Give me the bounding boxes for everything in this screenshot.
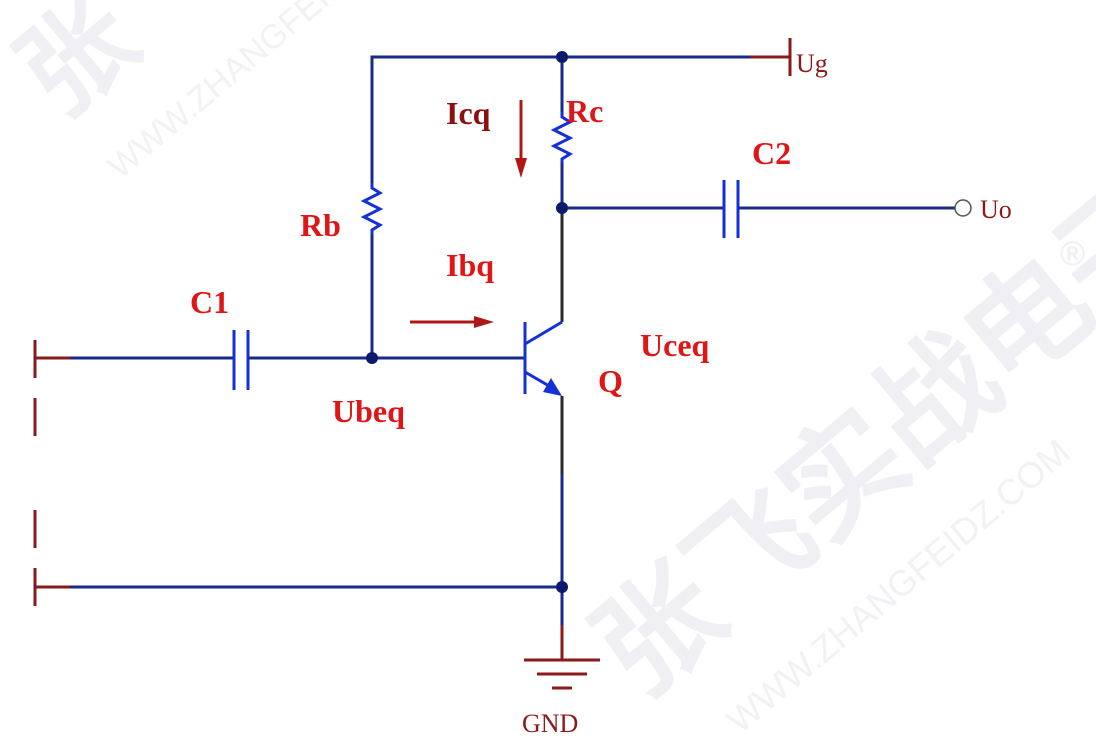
uo-label: Uo [980, 195, 1012, 224]
ibq-arrow-head [474, 316, 494, 328]
c1-label: C1 [190, 284, 229, 320]
ubeq-label: Ubeq [332, 393, 405, 429]
ibq-label: Ibq [446, 247, 494, 283]
transistor-collector-lead [524, 320, 563, 346]
watermark-registered: ® [1060, 235, 1085, 273]
gnd-label: GND [522, 709, 578, 738]
uo-terminal-circle [954, 199, 972, 217]
icq-label: Icq [446, 95, 491, 131]
node-ground [556, 581, 568, 593]
uceq-label: Uceq [640, 327, 710, 363]
rb-resistor [360, 183, 384, 236]
node-base [366, 352, 378, 364]
q-label: Q [598, 363, 623, 399]
transistor-emitter-arrow [543, 378, 562, 396]
ug-label: Ug [796, 49, 828, 78]
node-top-rc [556, 51, 568, 63]
rb-label: Rb [300, 207, 341, 243]
icq-arrow-head [515, 158, 527, 178]
node-collector-output [556, 202, 568, 214]
rc-label: Rc [566, 93, 603, 129]
c2-label: C2 [752, 135, 791, 171]
rc-resistor [550, 112, 574, 164]
